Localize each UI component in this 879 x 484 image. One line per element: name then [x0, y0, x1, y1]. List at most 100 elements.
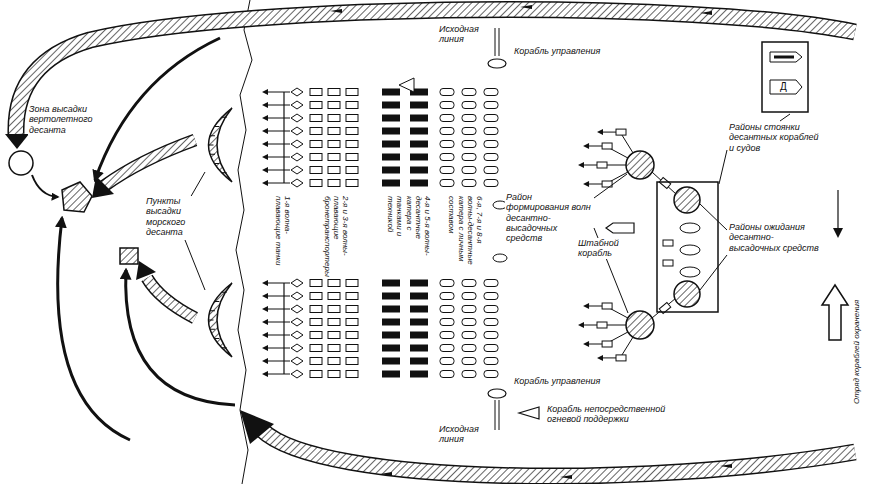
- apc-rect: [310, 115, 322, 122]
- apc-rect: [346, 167, 358, 174]
- beach-tick: [210, 329, 215, 330]
- apc-rect: [346, 280, 358, 287]
- route-band: [104, 140, 195, 186]
- tank-diamond: [291, 179, 303, 187]
- apc-rect: [346, 293, 358, 300]
- boat-arrow: [587, 344, 602, 345]
- apc-rect: [346, 332, 358, 339]
- landing-ship: [680, 245, 700, 255]
- landing-craft-white: [484, 89, 498, 96]
- tank-diamond: [291, 331, 303, 339]
- arrow-head: [583, 303, 589, 309]
- route-band: [104, 140, 195, 186]
- landing-craft-white: [440, 154, 454, 161]
- landing-craft-white: [484, 332, 498, 339]
- apc-rect: [346, 358, 358, 365]
- beach-tick: [222, 347, 227, 348]
- landing-craft-white: [484, 154, 498, 161]
- tank-diamond: [291, 279, 303, 287]
- landing-craft-black: [382, 154, 400, 161]
- arrow-head: [5, 134, 29, 149]
- route-band: [147, 278, 195, 318]
- route-band: [147, 278, 195, 318]
- landing-craft-white: [462, 280, 476, 287]
- landing-craft-black: [410, 371, 428, 378]
- staff-ship: Штабной корабль: [605, 222, 635, 234]
- control-ship: Корабль управления: [487, 58, 507, 69]
- beach-tick: [214, 301, 219, 302]
- wave-arrow: [266, 322, 290, 323]
- landing-craft-black: [382, 115, 400, 122]
- tank-diamond: [291, 318, 303, 326]
- apc-rect: [310, 167, 322, 174]
- start-line: [495, 28, 496, 56]
- landing-craft-white: [462, 154, 476, 161]
- landing-craft-black: [382, 293, 400, 300]
- node-shape: [487, 58, 507, 69]
- craft-mark: [720, 464, 732, 468]
- landing-craft-white: [484, 115, 498, 122]
- tank-diamond: [291, 101, 303, 109]
- landing-craft-black: [410, 293, 428, 300]
- landing-craft-white: [440, 89, 454, 96]
- landing-boat: [616, 355, 626, 361]
- wave-arrow: [266, 374, 290, 375]
- apc-rect: [346, 141, 358, 148]
- node-label: Корабль непосредственной огневой поддерж…: [546, 404, 673, 425]
- landing-boat: [602, 303, 612, 309]
- apc-rect: [310, 306, 322, 313]
- landing-craft-white: [462, 319, 476, 326]
- wave-arrow: [266, 144, 290, 145]
- landing-craft-white: [484, 167, 498, 174]
- arrow-head: [833, 228, 843, 238]
- arrow-head: [262, 180, 268, 186]
- landing-craft-white: [462, 358, 476, 365]
- wave-arrow: [266, 131, 290, 132]
- craft-mark: [380, 472, 392, 476]
- landing-craft-white: [462, 293, 476, 300]
- start-line: [495, 400, 496, 430]
- control-ship: Корабль управления: [487, 388, 507, 399]
- landing-craft-black: [382, 128, 400, 135]
- landing-craft-black: [382, 306, 400, 313]
- landing-craft-white: [484, 102, 498, 109]
- apc-rect: [328, 180, 340, 187]
- node-outline: [9, 151, 33, 175]
- landing-craft-black: [410, 115, 428, 122]
- arrow-head: [262, 141, 268, 147]
- apc-rect: [310, 180, 322, 187]
- node-outline: [488, 59, 506, 68]
- tank-diamond: [291, 153, 303, 161]
- arrow-head: [262, 306, 268, 312]
- start-line: [499, 400, 500, 430]
- arrow-head: [136, 261, 156, 280]
- landing-craft-white: [462, 167, 476, 174]
- tank-diamond: [291, 88, 303, 96]
- landing-craft-black: [410, 180, 428, 187]
- apc-rect: [346, 115, 358, 122]
- arrow-head: [262, 115, 268, 121]
- landing-craft-white: [440, 280, 454, 287]
- arrow-head: [583, 181, 589, 187]
- beach-tick: [222, 117, 227, 118]
- landing-craft-black: [382, 332, 400, 339]
- craft-mark: [560, 475, 572, 479]
- beach-bracket: [209, 283, 233, 357]
- boat-arrow: [587, 306, 602, 307]
- apc-rect: [310, 128, 322, 135]
- apc-rect: [328, 345, 340, 352]
- landing-zone-circle: Зона высадки вертолетного десанта: [8, 150, 34, 176]
- landing-craft-white: [440, 115, 454, 122]
- landing-craft-white: [462, 128, 476, 135]
- apc-rect: [346, 319, 358, 326]
- tank-diamond: [291, 114, 303, 122]
- arrow-head: [597, 129, 603, 135]
- landing-ship: [663, 240, 673, 246]
- callout-label: Исходная линия: [438, 424, 490, 445]
- wave-arrow: [266, 283, 290, 284]
- landing-ship: [680, 267, 700, 277]
- landing-craft-black: [382, 319, 400, 326]
- landing-boat: [597, 322, 607, 328]
- escort-arrow: [822, 285, 848, 340]
- vertical-label: 6-я, 7-я и 8-я волны-десантные катера с …: [447, 195, 484, 267]
